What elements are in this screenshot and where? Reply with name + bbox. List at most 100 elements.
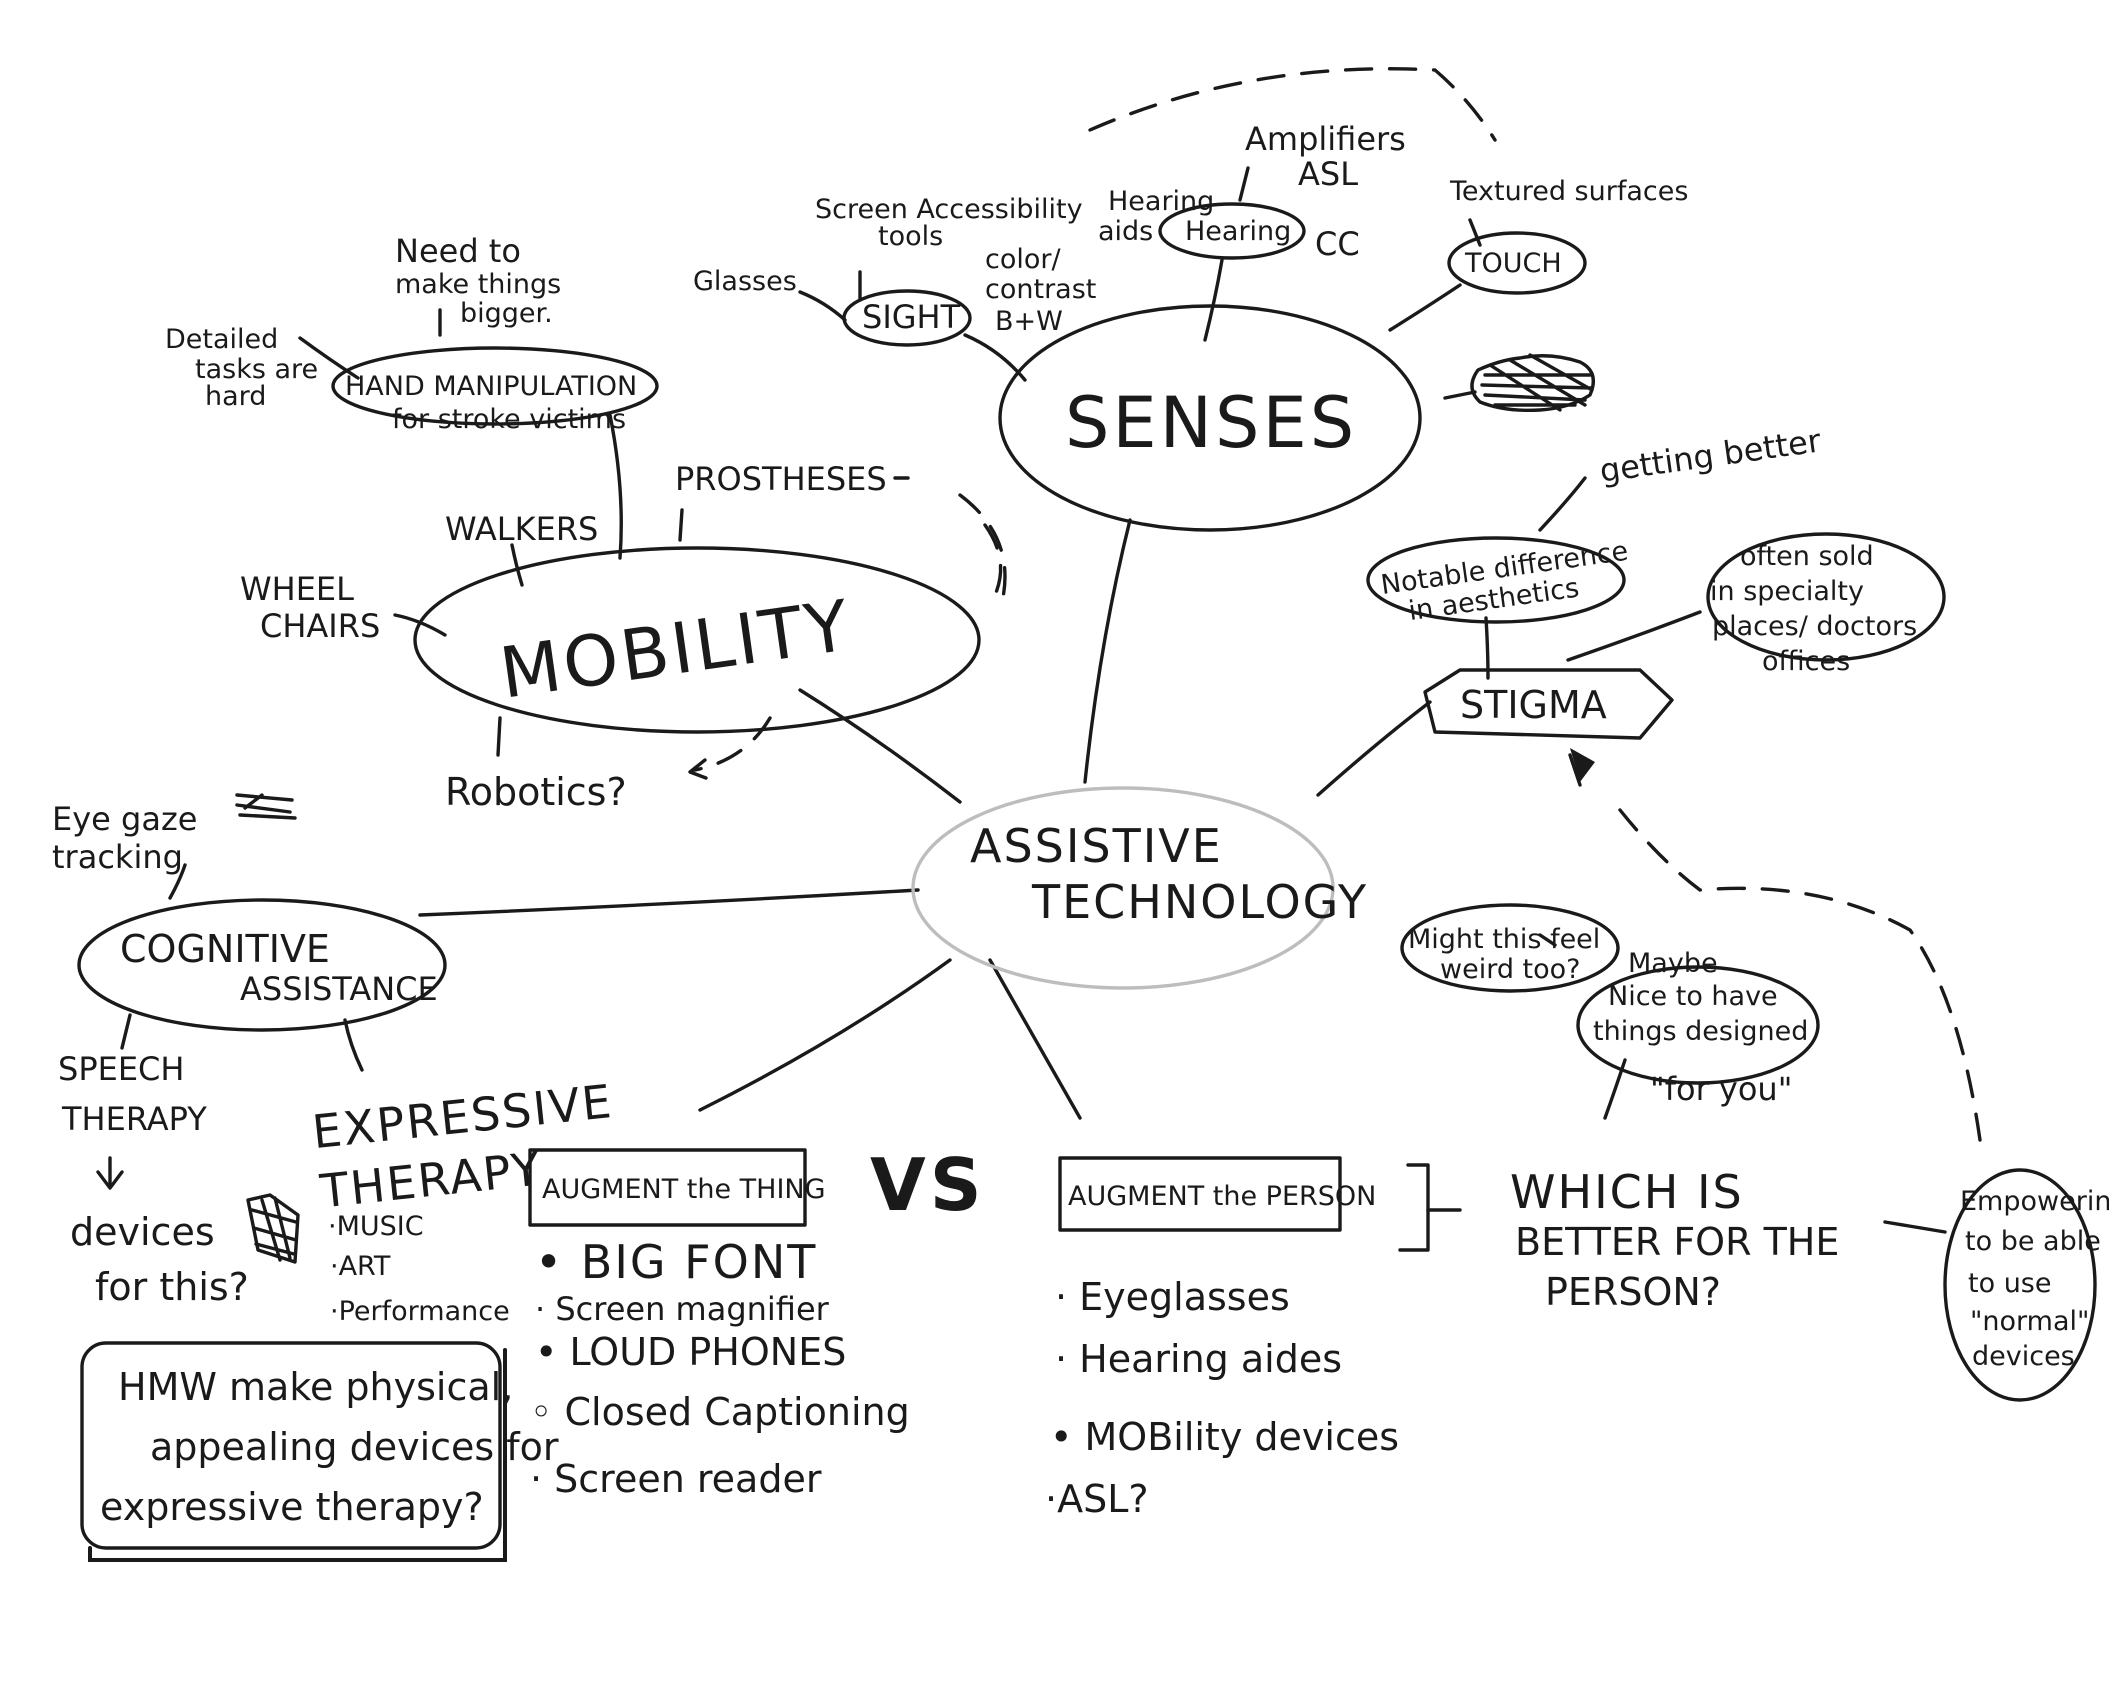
notable-bubble: [1366, 536, 1626, 624]
link-center-cognitive: [418, 888, 920, 917]
mobility-bubble: [413, 546, 981, 734]
center-label-2: TECHNOLOGY: [1031, 875, 1368, 929]
link-center-augment-person: [988, 958, 1082, 1120]
sight-color-2: contrast: [985, 274, 1096, 305]
sight-color-3: B+W: [995, 306, 1063, 337]
dash-mobility-arc-1: [958, 493, 1007, 612]
which-line-2: BETTER FOR THE: [1515, 1220, 1839, 1264]
cognitive-music: ·MUSIC: [328, 1211, 424, 1242]
mobility-prostheses: PROSTHESES: [675, 460, 887, 498]
stigma-sold-1: often sold: [1740, 541, 1874, 572]
hand-need-1: Need to: [395, 232, 521, 270]
hearing-asl: ASL: [1298, 155, 1358, 193]
cognitive-label-1: COGNITIVE: [120, 927, 330, 971]
scribble-hand: [246, 1193, 300, 1264]
mobility-walkers: WALKERS: [445, 510, 598, 548]
stigma-weird-1: Might this feel: [1408, 924, 1600, 955]
speech-arrow: [96, 1156, 124, 1190]
sight-label: SIGHT: [862, 298, 961, 336]
stigma-nice-2: things designed: [1593, 1016, 1808, 1047]
link-senses-sight: [963, 333, 1027, 382]
link-maybe-foryou: [1603, 1058, 1627, 1120]
touch-label: TOUCH: [1464, 248, 1562, 279]
stigma-nice-1: Nice to have: [1608, 981, 1778, 1012]
stigma-empower-4: "normal": [1970, 1306, 2089, 1337]
link-cognitive-speech: [120, 1013, 132, 1050]
robotics-arrowhead: [688, 758, 708, 780]
stigma-sold-2: in specialty: [1710, 576, 1864, 607]
dash-mobility-arc-2: [983, 523, 1003, 597]
bracket: [1398, 1163, 1430, 1252]
cognitive-eye-2: tracking: [52, 838, 183, 876]
hand-detailed-2: tasks are: [195, 354, 318, 385]
hearing-amplifiers: Amplifiers: [1245, 120, 1406, 158]
mobility-chairs: CHAIRS: [260, 607, 380, 645]
link-mobility-walkers: [510, 543, 524, 587]
scribble-blob: [1470, 353, 1595, 413]
stigma-arrow-shaft: [1568, 753, 1582, 787]
hand-bubble: [331, 346, 659, 426]
center-label-1: ASSISTIVE: [970, 819, 1223, 873]
augment-person-item-3: ·ASL?: [1045, 1477, 1149, 1521]
hearing-label: Hearing: [1185, 216, 1291, 247]
stigma-arrowhead: [1570, 748, 1595, 782]
augment-thing-item-3: ◦ Closed Captioning: [530, 1390, 910, 1434]
hearing-bubble: [1158, 202, 1306, 260]
stigma-empower-5: devices: [1972, 1341, 2075, 1372]
link-center-augment-thing: [698, 958, 952, 1112]
augment-person-item-1: · Hearing aides: [1055, 1337, 1342, 1381]
dash-empower-stigma: [1618, 808, 1982, 1142]
hmw-box-shadow: [88, 1348, 507, 1562]
hand-need-3: bigger.: [460, 298, 553, 329]
stigma-sold-3: places/ doctors: [1712, 611, 1917, 642]
link-mobility-prostheses: [678, 508, 684, 542]
scribble-eye: [235, 793, 297, 820]
link-center-stigma: [1316, 700, 1432, 797]
weird-bubble: [1400, 903, 1620, 993]
link-hearing-amplifiers: [1238, 166, 1250, 202]
cognitive-art: ·ART: [330, 1251, 391, 1282]
hmw-line-3: expressive therapy?: [100, 1485, 484, 1529]
link-senses-touch: [1388, 283, 1462, 332]
mobility-wheel: WHEEL: [240, 570, 354, 608]
link-senses-hearing: [1203, 258, 1224, 342]
augment-person-label: AUGMENT the PERSON: [1068, 1181, 1376, 1212]
cognitive-label-2: ASSISTANCE: [240, 970, 438, 1008]
mobility-label: MOBILITY: [495, 584, 856, 714]
cognitive-performance: ·Performance: [330, 1296, 510, 1327]
hmw-box: [80, 1341, 502, 1550]
link-weird: [1538, 933, 1557, 947]
stigma-label: STIGMA: [1460, 683, 1607, 727]
link-notable-better: [1538, 476, 1587, 532]
link-cognitive-eye: [168, 863, 187, 900]
augment-thing-item-0: • BIG FONT: [535, 1235, 817, 1289]
hand-detailed-1: Detailed: [165, 324, 278, 355]
augment-person-item-2: • MOBility devices: [1050, 1415, 1399, 1459]
stigma-empower-2: to be able: [1965, 1226, 2101, 1257]
dash-hearing-touch: [1088, 67, 1497, 142]
link-touch-textured: [1468, 218, 1482, 247]
stigma-sold-4: offices: [1762, 646, 1850, 677]
hand-sub: for stroke victims: [392, 404, 626, 435]
cognitive-bubble: [77, 898, 447, 1032]
which-line-3: PERSON?: [1545, 1270, 1721, 1314]
link-mobility-hand: [608, 413, 623, 560]
hmw-line-2: appealing devices for: [150, 1425, 559, 1469]
stigma-weird-2: weird too?: [1440, 954, 1581, 985]
dash-to-robotics: [693, 716, 772, 772]
sight-tools-2: tools: [878, 221, 943, 252]
empower-bubble: [1943, 1168, 2097, 1402]
link-cognitive-expressive: [343, 1018, 364, 1072]
nice-bubble: [1576, 965, 1820, 1085]
link-hand-detailed: [298, 336, 360, 380]
augment-thing-item-2: • LOUD PHONES: [535, 1330, 846, 1374]
stigma-empower-1: Empowering: [1960, 1186, 2109, 1217]
augment-person-box: [1058, 1156, 1342, 1232]
cognitive-speech-1: SPEECH: [58, 1050, 184, 1088]
sight-tools-1: Screen Accessibility: [815, 194, 1083, 225]
link-center-senses: [1083, 518, 1132, 784]
augment-thing-box: [528, 1148, 807, 1227]
hearing-cc: CC: [1315, 225, 1360, 263]
hand-need-2: make things: [395, 269, 561, 300]
